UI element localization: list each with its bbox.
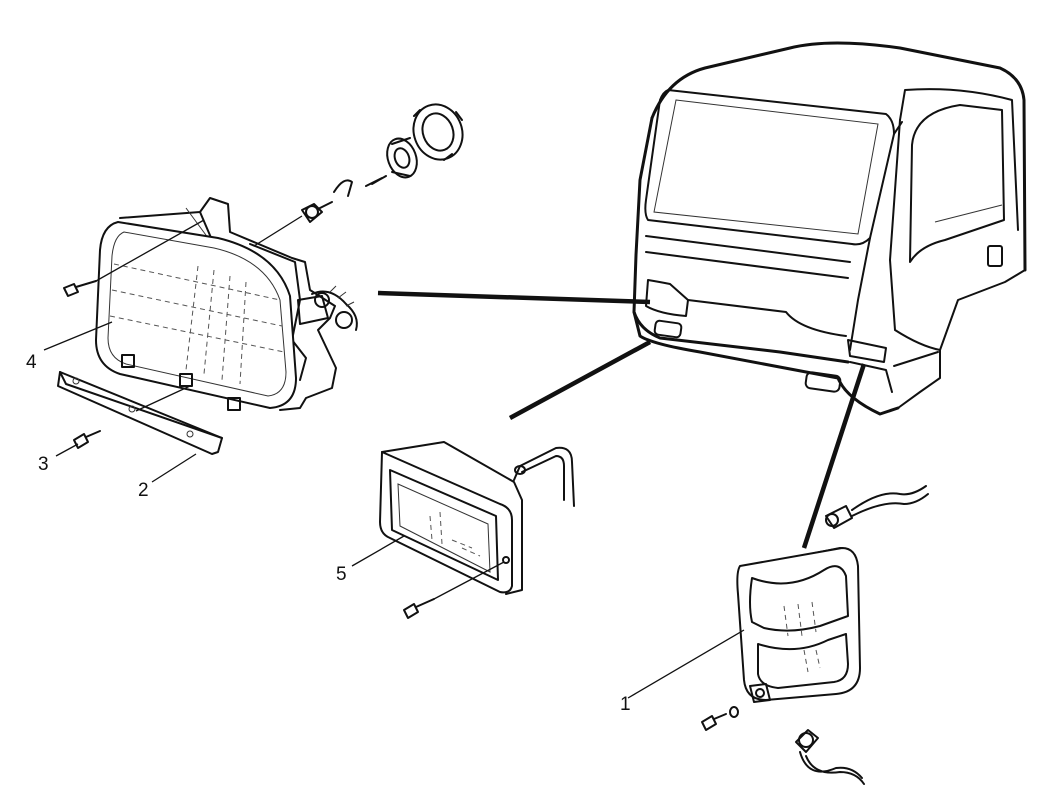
callout-1: 1: [620, 694, 631, 715]
headlamp-assembly: [95, 103, 464, 411]
callout-leaders: [43, 321, 745, 699]
truck-cab: [632, 41, 1027, 416]
combination-lamp-assembly: [701, 485, 929, 785]
fog-lamp-assembly: [379, 441, 575, 619]
headlamp-screw: [63, 219, 205, 297]
callout-3: 3: [38, 454, 49, 475]
mounting-bracket: [57, 371, 223, 455]
callout-4: 4: [26, 352, 37, 373]
assembly-leader-lines: [377, 290, 867, 549]
callout-2: 2: [138, 480, 149, 501]
bracket-screw: [73, 430, 101, 449]
callout-5: 5: [336, 564, 347, 585]
